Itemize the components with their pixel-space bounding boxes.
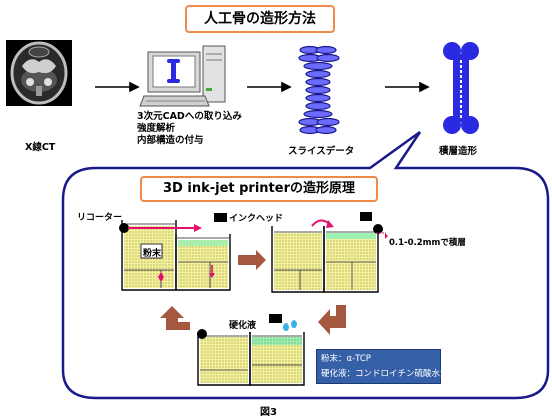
build-label: 積層造形 xyxy=(439,146,478,157)
recoater-label: リコーター xyxy=(77,213,123,223)
slice-label: スライスデータ xyxy=(288,146,355,157)
built-bone-graphic xyxy=(443,42,479,134)
slice-data-graphic xyxy=(298,45,340,135)
ct-label: X線CT xyxy=(25,142,56,153)
flow-arrows xyxy=(95,81,430,93)
material-info-box: 粉末：α-TCP 硬化液：コンドロイチン硫酸水溶液 xyxy=(316,349,458,384)
computer-icon xyxy=(139,45,226,107)
ct-scan-image xyxy=(6,40,72,106)
printer-stage-1 xyxy=(119,213,231,291)
powder-label: 粉末 xyxy=(143,249,162,259)
inkhead-label: インクヘッド xyxy=(229,214,284,224)
printer-title: 3D ink-jet printerの造形原理 xyxy=(140,176,378,202)
stage-arrow-1 xyxy=(238,250,266,270)
stage-arrow-2 xyxy=(318,305,346,335)
main-title: 人工骨の造形方法 xyxy=(185,5,335,33)
cad-line-3: 内部構造の付与 xyxy=(137,135,204,146)
cad-step-text: 3次元CADへの取り込み 強度解析 内部構造の付与 xyxy=(137,111,242,147)
hardener-label: 硬化液 xyxy=(229,321,257,331)
cad-line-1: 3次元CADへの取り込み xyxy=(137,111,242,122)
figure-caption: 図3 xyxy=(260,407,277,418)
info-line-1: 粉末：α-TCP xyxy=(321,354,371,364)
printer-stage-3 xyxy=(197,314,305,386)
info-line-2: 硬化液：コンドロイチン硫酸水溶液 xyxy=(321,369,458,379)
stage-arrow-3 xyxy=(160,306,190,330)
layer-thickness-label: 0.1-0.2mmで積層 xyxy=(389,238,466,248)
cad-line-2: 強度解析 xyxy=(137,123,176,134)
printer-stage-2 xyxy=(271,212,388,293)
